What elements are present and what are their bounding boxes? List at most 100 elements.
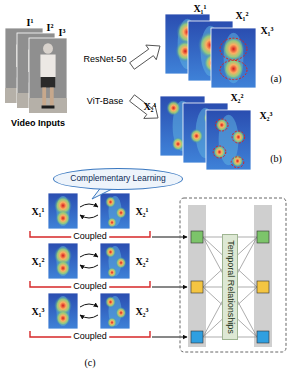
feature-label: X₂³ <box>135 306 148 317</box>
coupled-label: Coupled <box>71 282 109 292</box>
speech-bubble: Complementary Learning <box>53 168 183 190</box>
panel-label: (c) <box>84 357 95 368</box>
attention-spot <box>105 296 116 308</box>
attention-spot <box>232 155 244 168</box>
swap-arrow <box>80 315 98 318</box>
feature-label: X₁² <box>31 256 44 267</box>
attention-spot <box>56 260 71 277</box>
attention-map <box>100 293 130 329</box>
token-bar <box>188 205 206 347</box>
feature-label: X₂² <box>230 92 243 103</box>
person-head <box>43 43 53 54</box>
attention-spot <box>166 100 180 116</box>
video-frame <box>29 38 67 113</box>
coupled-label: Coupled <box>71 332 109 342</box>
panel-label: (b) <box>270 153 282 164</box>
person-shoe <box>42 106 55 109</box>
frame-background <box>29 38 67 113</box>
attention-spot <box>56 310 71 327</box>
map-background <box>206 110 251 170</box>
swap-arrow <box>80 204 98 207</box>
relation-line <box>203 237 257 337</box>
panel-label: (a) <box>270 73 281 84</box>
attention-map <box>211 28 256 88</box>
attention-spot <box>215 118 228 132</box>
feature-label: X₁³ <box>31 306 44 317</box>
feature-label: X₁¹ <box>193 3 206 14</box>
attention-spot <box>172 137 185 151</box>
map-background <box>211 28 256 88</box>
feature-label: X₂¹ <box>143 101 156 112</box>
map-background <box>48 243 78 279</box>
swap-arrow <box>80 254 98 257</box>
person-shorts <box>41 77 55 88</box>
backbone-arrow <box>130 95 158 119</box>
attention-spot <box>190 129 204 144</box>
attention-spot <box>232 130 245 144</box>
highlight-ring <box>220 60 247 79</box>
map-background <box>100 293 130 329</box>
feature-label: X₁² <box>235 10 248 21</box>
frame-token <box>191 231 203 243</box>
swap-arrow <box>80 215 98 218</box>
feature-arrow <box>152 287 187 288</box>
person-leg <box>42 88 46 106</box>
swap-arrow <box>80 304 98 307</box>
feature-label: X₂³ <box>259 110 272 121</box>
frame-label: I² <box>47 22 54 33</box>
frame-token <box>191 331 203 343</box>
attention-spot <box>105 196 116 208</box>
highlight-ring <box>213 146 226 158</box>
feature-arrow <box>152 237 187 238</box>
attention-map <box>48 193 78 229</box>
frame-label: I¹ <box>27 17 34 28</box>
relation-line <box>203 237 257 337</box>
temporal-frame <box>180 198 286 352</box>
highlight-ring <box>215 119 228 131</box>
frame-token <box>257 331 269 343</box>
coupled-label: Coupled <box>71 232 109 242</box>
attention-map <box>48 293 78 329</box>
highlight-ring <box>231 157 244 168</box>
feature-arrow <box>152 337 187 338</box>
feature-label: X₂¹ <box>135 206 148 217</box>
frame-ground <box>29 98 67 113</box>
attention-spot <box>105 246 116 258</box>
map-background <box>100 193 130 229</box>
feature-label: X₁³ <box>260 25 273 36</box>
attention-map <box>100 243 130 279</box>
token-bar <box>254 205 272 347</box>
map-background <box>48 193 78 229</box>
map-background <box>48 293 78 329</box>
attention-map <box>206 110 251 170</box>
backbone-label: ViT-Base <box>87 97 123 107</box>
attention-spot <box>107 317 117 328</box>
backbone-arrow <box>130 45 160 69</box>
person-shirt <box>40 55 55 78</box>
frame-token <box>257 281 269 293</box>
attention-spot <box>56 210 71 227</box>
backbone-label: ResNet-50 <box>83 55 126 65</box>
attention-spot <box>116 307 127 319</box>
highlight-ring <box>232 131 245 143</box>
feature-label: X₂² <box>135 256 148 267</box>
highlight-ring <box>220 38 247 60</box>
map-background <box>100 243 130 279</box>
attention-spot <box>213 145 226 159</box>
attention-spot <box>107 267 117 278</box>
attention-map <box>100 193 130 229</box>
bubble-text: Complementary Learning <box>70 174 165 183</box>
band-text: Temporal Relationships <box>225 240 235 334</box>
person-leg <box>50 88 54 106</box>
temporal-band: Temporal Relationships <box>222 234 238 340</box>
attention-spot <box>116 257 127 269</box>
frame-token <box>191 281 203 293</box>
feature-label: X₁¹ <box>31 206 44 217</box>
frame-token <box>257 231 269 243</box>
attention-spot <box>116 207 127 219</box>
frame-label: I³ <box>59 27 66 38</box>
swap-arrow <box>80 265 98 268</box>
attention-spot <box>107 217 117 228</box>
attention-map <box>48 243 78 279</box>
